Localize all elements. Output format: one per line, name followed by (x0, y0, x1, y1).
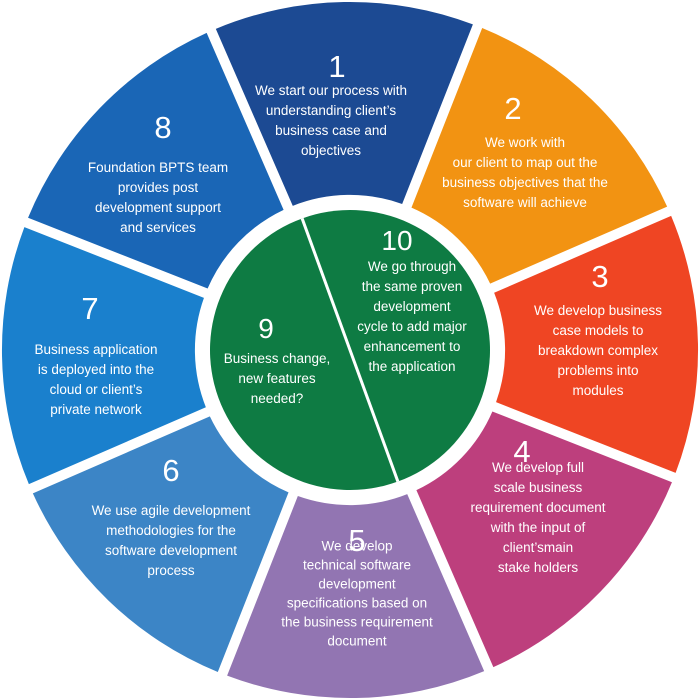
step-text-line: We develop full (492, 460, 584, 475)
step-text-line: cloud or client’s (50, 382, 143, 397)
core-half-shape (302, 210, 490, 482)
step-text-line: Foundation BPTS team (88, 160, 228, 175)
step-text-line: business case and (275, 123, 387, 138)
step-number: 4 (513, 434, 530, 469)
step-text-line: requirement document (470, 500, 605, 515)
step-text-line: stake holders (498, 560, 579, 575)
segment-step-3: 3 We develop business case models to breakd… (494, 215, 699, 473)
segment-shape (32, 416, 289, 672)
step-number: 3 (591, 259, 608, 294)
step-text-line: Business application (34, 342, 157, 357)
step-text-line: Business change, (224, 351, 331, 366)
step-number: 8 (154, 110, 171, 145)
step-text-line: technical software (303, 558, 411, 573)
step-text-line: understanding client’s (266, 103, 397, 118)
step-text-line: We develop (321, 539, 392, 554)
step-number: 1 (328, 49, 345, 84)
segment-step-4: 4We develop full scale business requiremen… (416, 411, 672, 668)
step-text-line: the application (368, 359, 455, 374)
step-number: 2 (504, 91, 521, 126)
step-number: 10 (381, 225, 412, 256)
step-number: 6 (162, 453, 179, 488)
step-text-line: document (327, 634, 387, 649)
step-text-line: software development (105, 543, 237, 558)
step-text-line: the business requirement (281, 615, 433, 630)
segment-step-6: 6 We use agile development methodologies f… (32, 416, 289, 672)
segment-shape (215, 1, 473, 206)
step-text-line: We develop business (534, 303, 662, 318)
step-text-line: new features (238, 371, 316, 386)
step-text-line: breakdown complex (538, 343, 658, 358)
step-text-line: objectives (301, 143, 361, 158)
segment-shape (227, 494, 485, 699)
step-text-line: problems into (557, 363, 638, 378)
segment-shape (411, 28, 668, 284)
segment-step-2: 2 We work with our client to map out the bu… (411, 28, 668, 284)
step-text-line: is deployed into the (38, 362, 154, 377)
step-text-line: client’smain (503, 540, 573, 555)
step-text-line: scale business (494, 480, 583, 495)
step-text-line: and services (120, 220, 196, 235)
step-number: 7 (81, 291, 98, 326)
segment-shape (494, 215, 699, 473)
step-text-line: cycle to add major (357, 319, 467, 334)
core-half-shape (210, 218, 398, 491)
step-text-line: We go through (368, 259, 456, 274)
step-text-line: case models to (553, 323, 644, 338)
step-number: 9 (258, 313, 274, 344)
step-text-line: We start our process with (255, 83, 407, 98)
step-text-line: with the input of (490, 520, 586, 535)
segment-step-5: 5We develop technical software development… (227, 494, 485, 699)
segment-shape (28, 32, 284, 289)
step-text-line: needed? (251, 391, 304, 406)
step-text-line: development (318, 577, 396, 592)
segment-shape (1, 227, 206, 485)
step-text-line: methodologies for the (106, 523, 236, 538)
step-text-line: specifications based on (287, 596, 427, 611)
core-divider (300, 217, 400, 483)
segment-shape (416, 411, 672, 668)
step-text-line: enhancement to (364, 339, 461, 354)
step-text-line: development (373, 299, 451, 314)
step-text-line: modules (572, 383, 623, 398)
step-text-line: We use agile development (92, 503, 251, 518)
step-text-line: private network (50, 402, 142, 417)
step-text-line: our client to map out the (453, 155, 598, 170)
step-text-line: software will achieve (463, 195, 587, 210)
step-text-line: provides post (118, 180, 199, 195)
step-text-line: the same proven (362, 279, 463, 294)
step-text-line: We work with (485, 135, 565, 150)
core-step-10: 10 We go through the same proven developmen… (302, 210, 490, 482)
segment-step-1: 1We start our process with understanding … (215, 1, 473, 206)
step-text-line: development support (95, 200, 221, 215)
step-text-line: business objectives that the (442, 175, 608, 190)
step-number: 5 (348, 523, 365, 558)
step-text-line: process (147, 563, 195, 578)
